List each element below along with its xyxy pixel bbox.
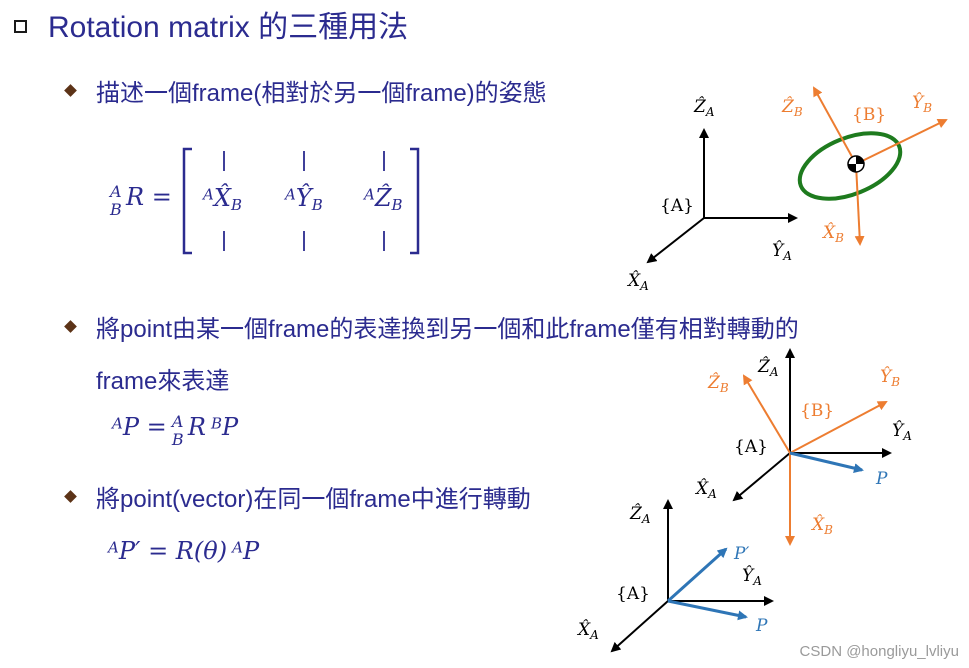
eq2-r: R	[187, 413, 206, 441]
matrix-column-3: AẐB	[364, 184, 403, 214]
eq1-subscript: B	[110, 199, 122, 219]
label-xb: X̂B	[810, 515, 833, 537]
col2-symbol: Ŷ	[295, 184, 312, 212]
label-za: ẐA	[757, 356, 779, 379]
xa-axis	[732, 452, 791, 502]
label-p: P	[875, 469, 888, 489]
diagram-frame-change: ẐA ŶA X̂A {A} ẐB ŶB X̂B {B} P	[694, 348, 912, 546]
label-p: P	[755, 616, 768, 636]
eq3-lhs: P′ = R(θ)	[118, 537, 228, 565]
frame-b-axes	[742, 374, 888, 546]
eq2-subscript-2: B	[171, 429, 184, 449]
eq2-superscript-3: B	[211, 414, 223, 433]
label-xa: X̂A	[694, 479, 717, 501]
col2-subscript: B	[311, 196, 323, 215]
bullet-text-2-line-2: frame來表達	[96, 368, 230, 395]
label-ya: ŶA	[892, 420, 912, 443]
eq1-superscript: A	[110, 181, 122, 201]
label-ya: ŶA	[772, 240, 792, 263]
matrix-brackets	[182, 147, 420, 255]
label-frame-a: {A}	[734, 437, 768, 457]
col1-superscript: A	[203, 185, 214, 204]
equation-rotate-vector: AP′ = R(θ) AP	[108, 537, 259, 565]
eq2-superscript-2: A	[171, 411, 184, 431]
col3-symbol: Ẑ	[374, 184, 392, 212]
bullet-diamond-icon	[64, 320, 77, 333]
bullet-text-3: 將point(vector)在同一個frame中進行轉動	[96, 486, 531, 513]
col1-symbol: X̂	[213, 184, 231, 212]
eq2-superscript-1: A	[112, 414, 123, 433]
zb-axis	[813, 86, 857, 165]
center-of-mass-icon	[847, 155, 865, 173]
frame-b-ellipse	[797, 131, 903, 201]
yb-axis	[789, 401, 888, 454]
label-yb: ŶB	[912, 92, 932, 115]
eq3-superscript-2: A	[232, 538, 243, 557]
label-frame-b: {B}	[800, 401, 834, 421]
eq2-p2: P	[222, 413, 239, 441]
xa-axis	[610, 600, 669, 653]
xa-axis	[646, 217, 705, 264]
eq3-superscript-1: A	[108, 538, 119, 557]
eq2-lhs: P =	[122, 413, 167, 441]
col3-subscript: B	[391, 196, 403, 215]
zb-axis	[742, 374, 791, 454]
frame-a-axes	[610, 499, 774, 653]
frame-a-axes	[732, 348, 892, 502]
label-frame-a: {A}	[616, 584, 650, 604]
label-frame-a: {A}	[660, 196, 694, 216]
label-yb: ŶB	[880, 366, 900, 389]
label-xa: X̂A	[626, 271, 649, 293]
label-p-prime: P′	[733, 544, 749, 564]
vector-p	[789, 451, 864, 474]
label-zb: ẐB	[781, 96, 803, 119]
bullet-diamond-icon	[64, 490, 77, 503]
bullet-diamond-icon	[64, 84, 77, 97]
eq3-p: P	[243, 537, 260, 565]
watermark: CSDN @hongliyu_lvliyu	[799, 643, 959, 660]
bullet-text-2-line-1: 將point由某一個frame的表達換到另一個和此frame僅有相對轉動的	[96, 316, 799, 343]
slide-title: Rotation matrix 的三種用法	[48, 11, 409, 44]
label-frame-b: {B}	[852, 105, 886, 125]
col1-subscript: B	[230, 196, 242, 215]
label-xa: X̂A	[576, 620, 599, 642]
frame-b-axes	[813, 86, 948, 246]
title-checkbox-icon	[14, 20, 27, 33]
label-za: ẐA	[629, 503, 651, 526]
matrix-column-1: AX̂B	[203, 184, 242, 214]
vector-p-prime	[666, 547, 728, 603]
xb-axis	[854, 163, 865, 246]
col2-superscript: A	[285, 185, 296, 204]
diagram-vector-rotation: ẐA ŶA X̂A {A} P P′	[576, 499, 774, 653]
yb-axis	[855, 119, 948, 165]
eq1-lhs: R =	[126, 183, 172, 211]
label-ya: ŶA	[742, 565, 762, 588]
matrix-column-2: AŶB	[285, 184, 323, 214]
label-zb: ẐB	[707, 372, 729, 395]
label-za: ẐA	[693, 96, 715, 119]
diagram-frame-orientation: ẐA ŶA X̂A {A} ẐB ŶB X̂B {B}	[626, 86, 948, 293]
bullet-text-1: 描述一個frame(相對於另一個frame)的姿態	[96, 80, 547, 107]
label-xb: X̂B	[821, 223, 844, 245]
frame-a-axes	[646, 128, 798, 264]
col3-superscript: A	[364, 185, 375, 204]
vector-p	[667, 599, 748, 621]
